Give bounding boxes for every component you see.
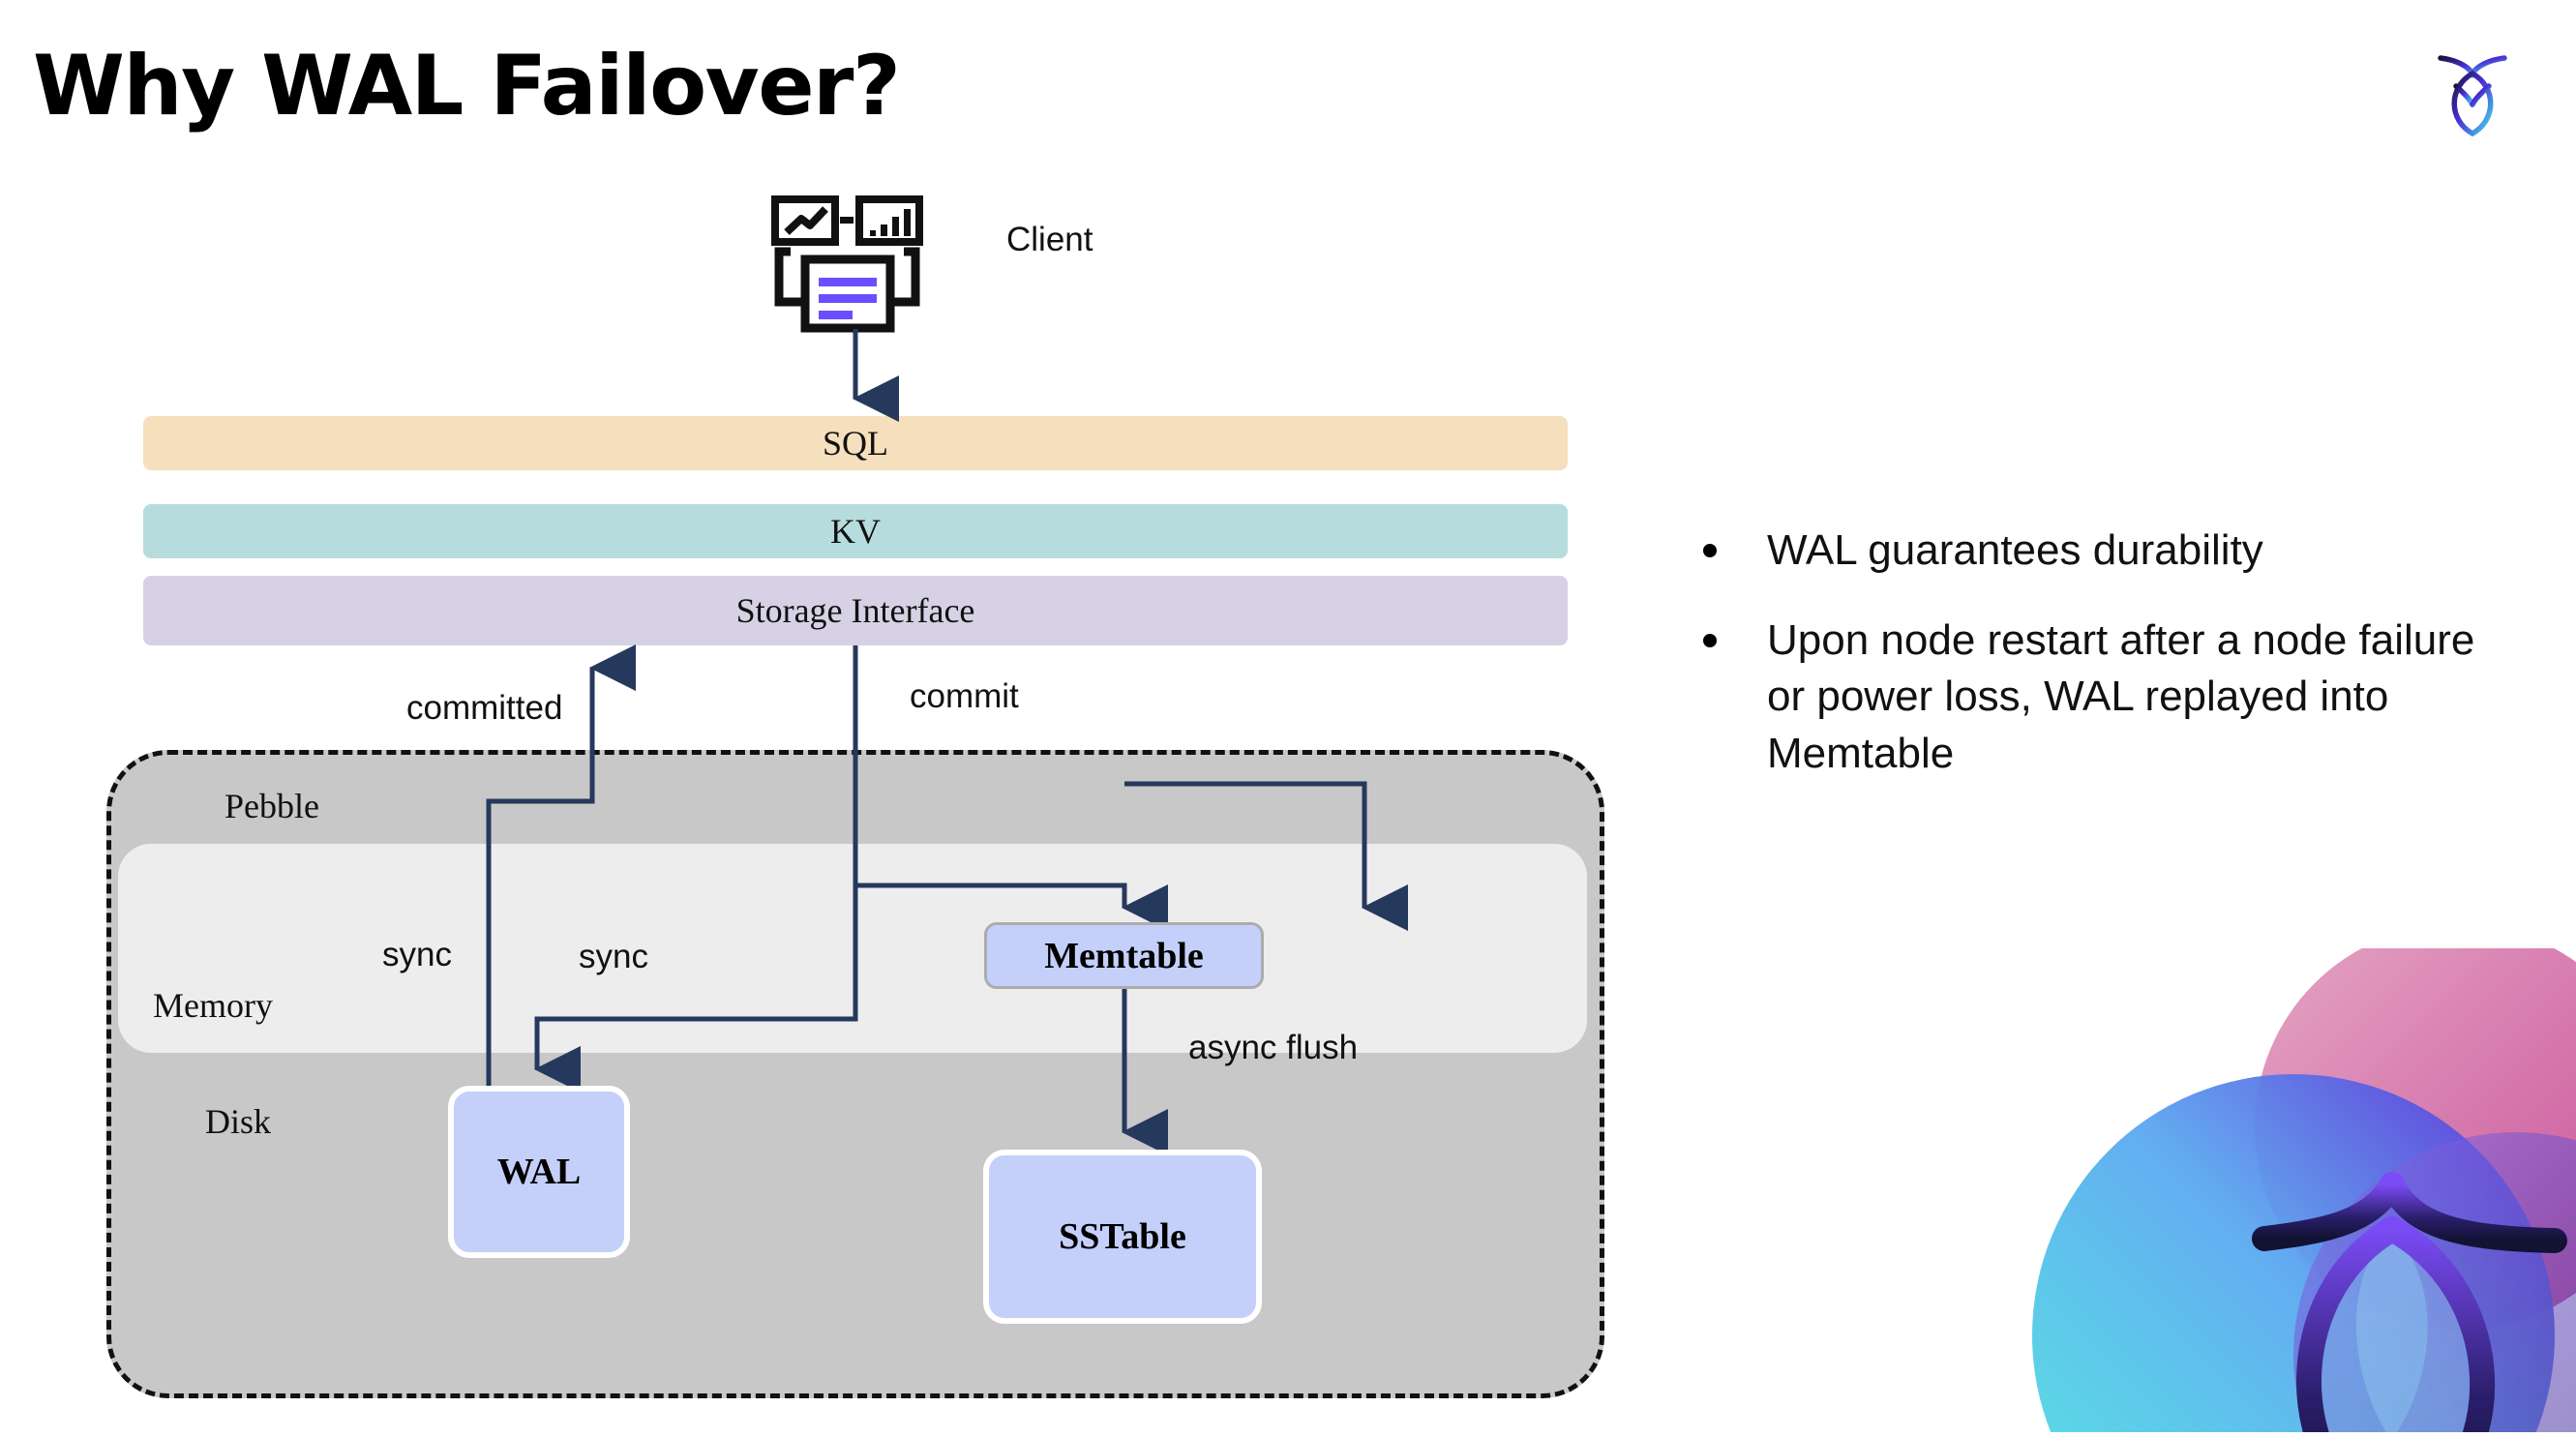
diagram-edges bbox=[486, 329, 1408, 1155]
node-wal-label: WAL bbox=[496, 1152, 582, 1192]
memory-label: Memory bbox=[153, 986, 273, 1025]
client-dashboard-icon bbox=[769, 194, 934, 334]
edge-label-sync-left: sync bbox=[382, 936, 452, 973]
layer-bar-sql-label: SQL bbox=[822, 424, 888, 463]
node-sstable: SSTable bbox=[983, 1150, 1262, 1324]
bullet-dot-icon bbox=[1703, 633, 1717, 647]
bullet-list: WAL guarantees durability Upon node rest… bbox=[1703, 523, 2497, 815]
architecture-diagram: Client SQL KV Storage Interface Pebble M… bbox=[106, 194, 1604, 1398]
edge-label-async-flush: async flush bbox=[1188, 1029, 1359, 1066]
node-memtable-label: Memtable bbox=[1044, 935, 1204, 976]
layer-bar-storage-interface: Storage Interface bbox=[143, 576, 1568, 645]
layer-bar-sql: SQL bbox=[143, 416, 1568, 470]
disk-label: Disk bbox=[205, 1102, 272, 1141]
bullet-text: WAL guarantees durability bbox=[1767, 526, 2263, 574]
layer-bar-kv-label: KV bbox=[830, 512, 881, 551]
layer-bar-kv: KV bbox=[143, 504, 1568, 558]
list-item: WAL guarantees durability bbox=[1703, 523, 2497, 580]
bullet-text: Upon node restart after a node failure o… bbox=[1767, 615, 2475, 777]
edge-label-commit: commit bbox=[910, 677, 1019, 715]
edge-label-sync-right: sync bbox=[579, 938, 648, 975]
list-item: Upon node restart after a node failure o… bbox=[1703, 613, 2497, 783]
edge-label-committed: committed bbox=[406, 689, 563, 727]
client-label: Client bbox=[1006, 221, 1093, 258]
pebble-label: Pebble bbox=[225, 787, 319, 825]
gradient-petals-decoration bbox=[1974, 924, 2576, 1437]
node-wal: WAL bbox=[448, 1086, 630, 1258]
layer-bar-storage-label: Storage Interface bbox=[735, 591, 975, 630]
node-sstable-label: SSTable bbox=[1059, 1216, 1186, 1257]
bullet-dot-icon bbox=[1703, 544, 1717, 557]
node-memtable: Memtable bbox=[984, 922, 1264, 989]
cockroach-logo-icon bbox=[2419, 41, 2526, 147]
page-title: Why WAL Failover? bbox=[33, 38, 901, 135]
